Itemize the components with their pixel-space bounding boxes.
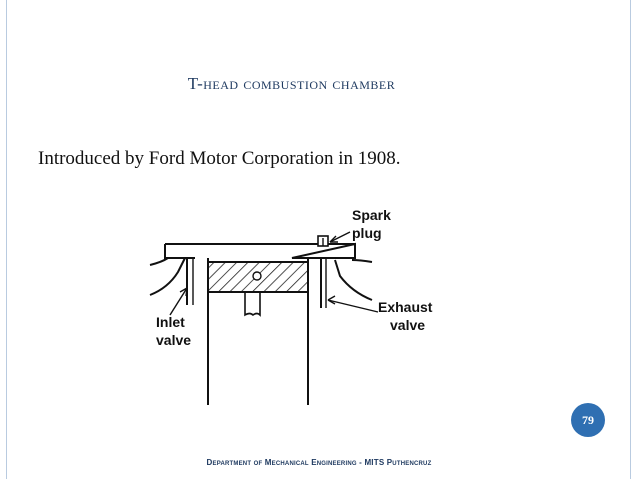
inlet-valve [180,257,195,305]
exhaust-label-line2: valve [390,317,425,333]
connecting-rod [244,292,261,317]
spark-plug-arrow [329,231,351,243]
spark-plug-label-line1: Spark [352,207,391,223]
inlet-port [149,257,186,296]
exhaust-arrow [327,299,379,313]
inlet-label-line1: Inlet [156,314,185,330]
slide-border-left [6,0,7,479]
slide-body-text: Introduced by Ford Motor Corporation in … [38,148,401,169]
slide-border-right [630,0,631,479]
t-head-combustion-chamber-diagram: Spark plug Exhaust valve Inlet valve [149,207,433,405]
inlet-arrow [169,287,188,316]
exhaust-port [334,259,373,301]
page-number-badge: 79 [571,403,605,437]
inlet-label-line2: valve [156,332,191,348]
exhaust-valve [316,257,332,308]
exhaust-label-line1: Exhaust [378,299,433,315]
spark-plug-label-line2: plug [352,225,382,241]
gudgeon-pin [252,271,262,281]
slide-title: T-head combustion chamber [187,74,396,93]
slide-footer: Department of Mechanical Engineering - M… [206,458,432,467]
